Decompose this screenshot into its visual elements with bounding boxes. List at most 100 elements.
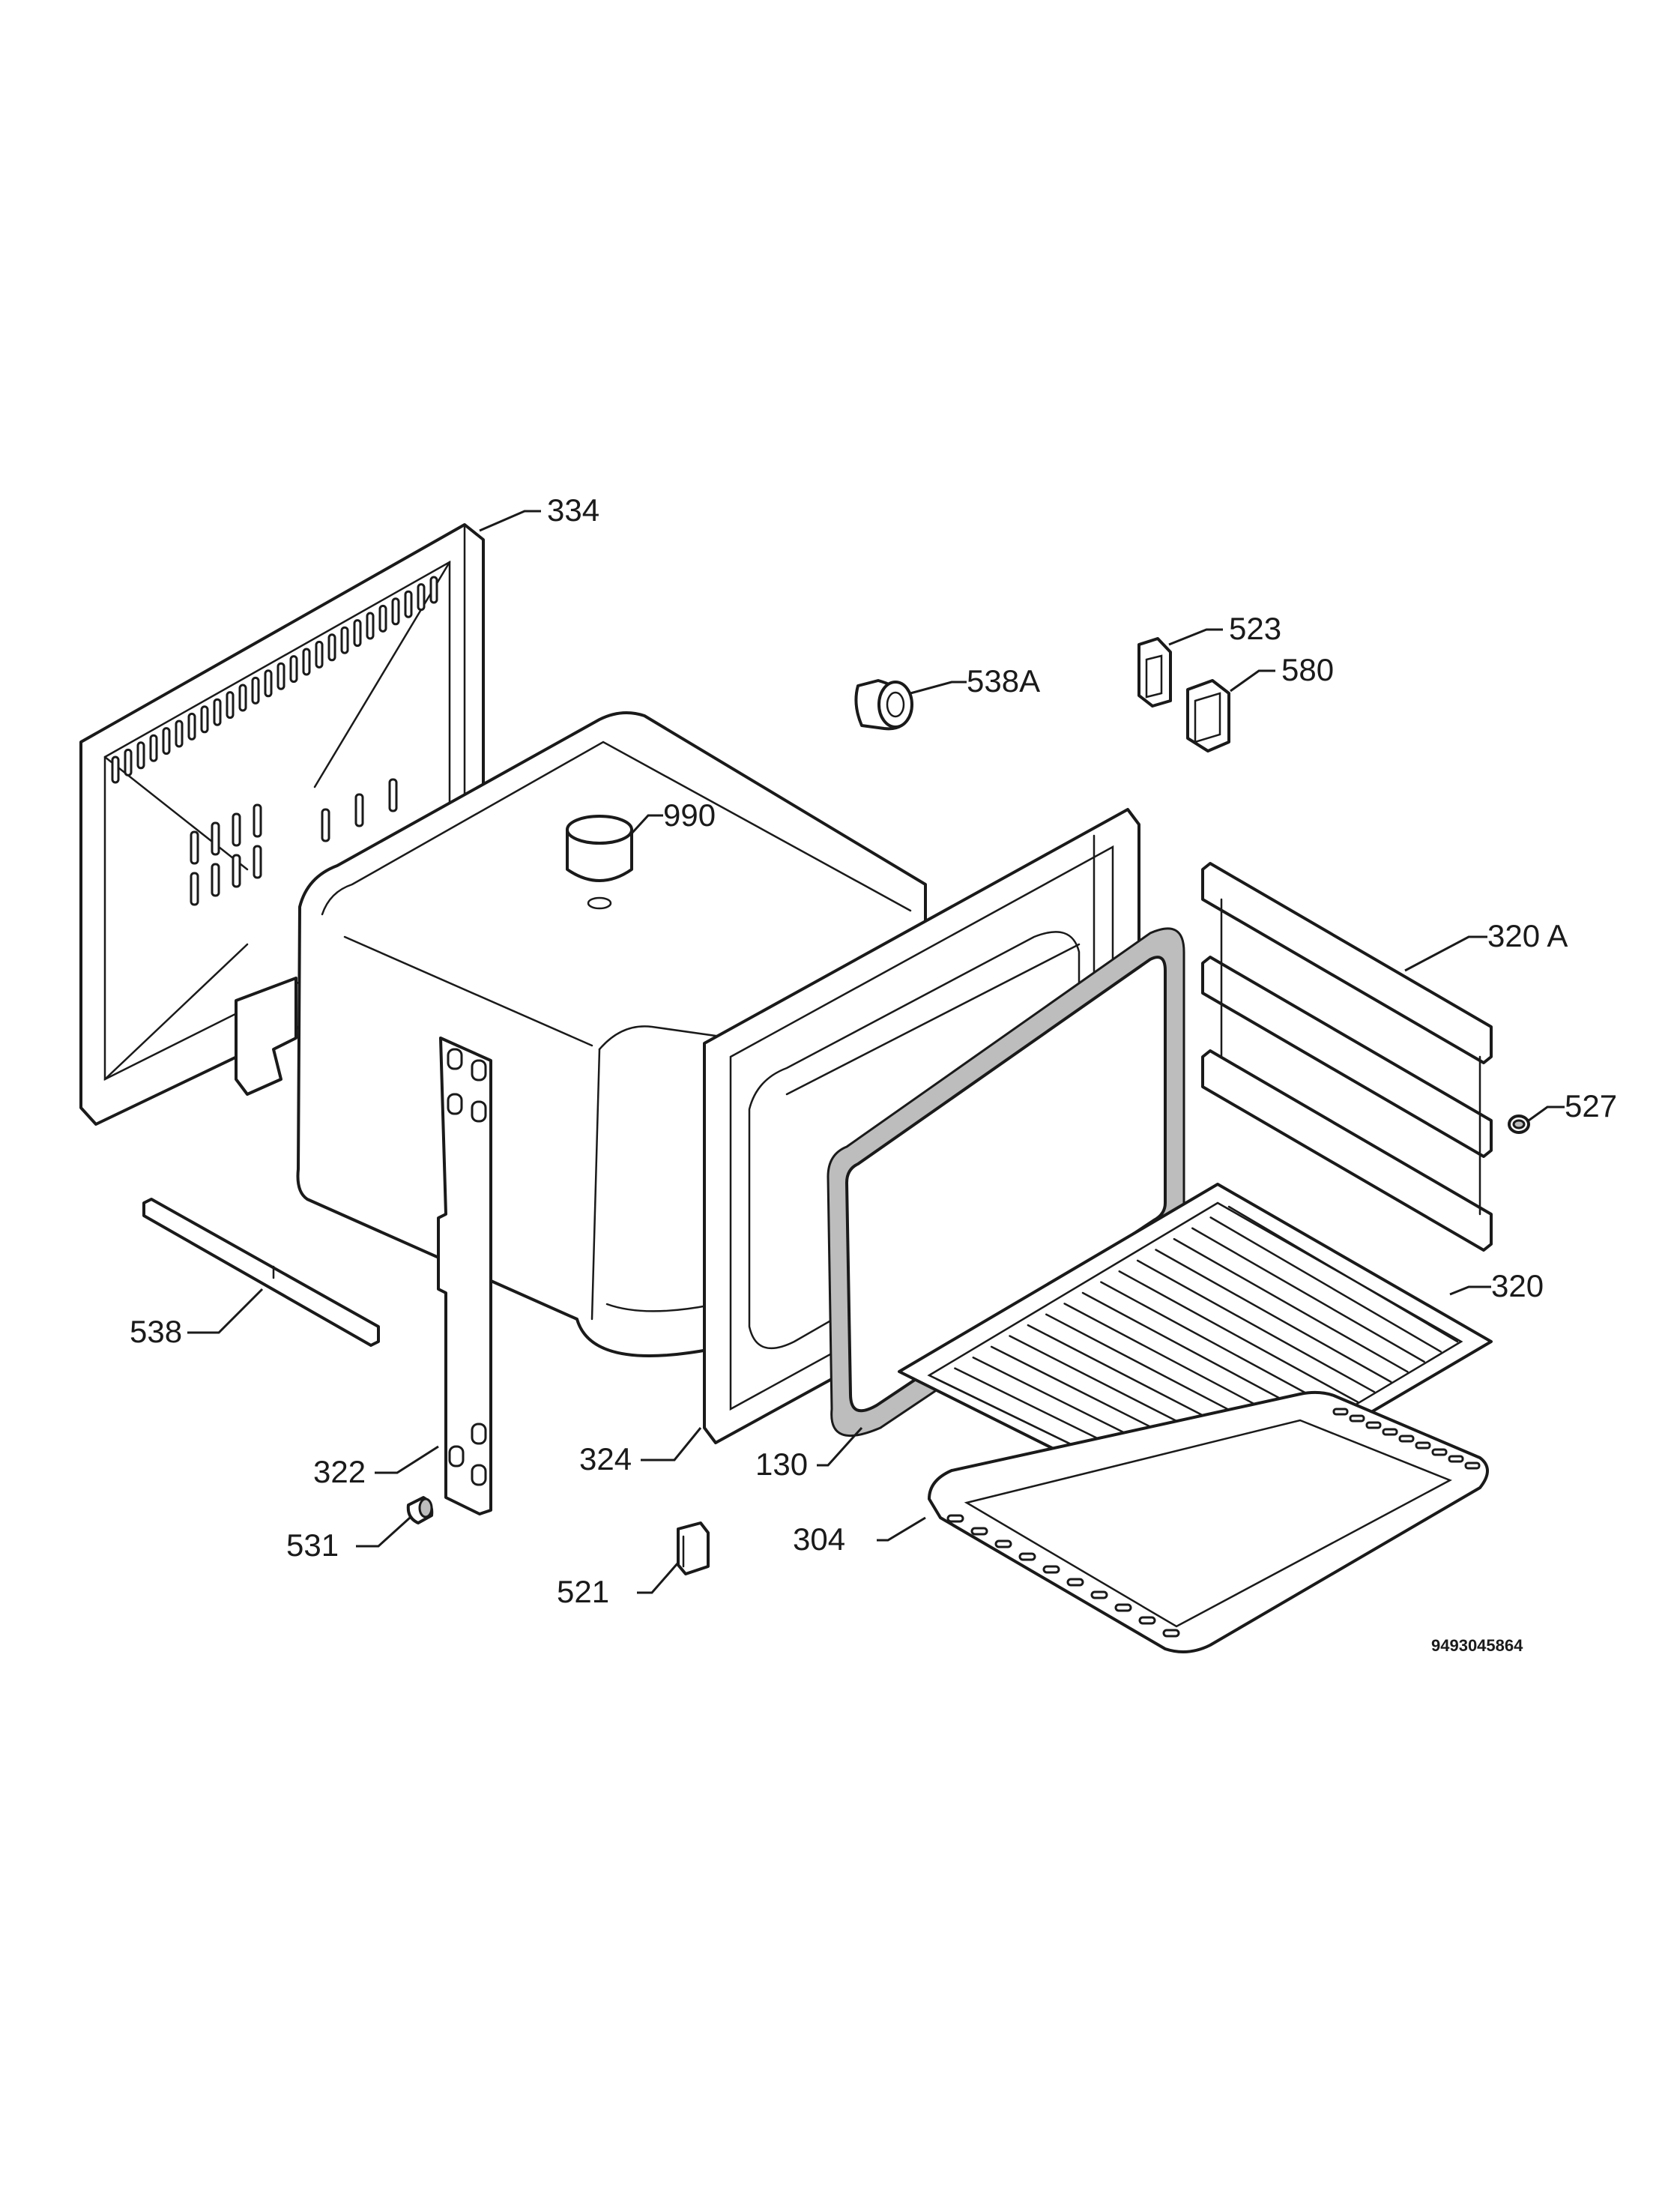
vent-slot <box>302 648 311 676</box>
tray-hole <box>1114 1603 1132 1612</box>
cavity-fan-hub <box>566 815 633 910</box>
vent-slot <box>253 845 262 879</box>
part-531-grommet <box>406 1496 434 1524</box>
vent-slot <box>354 793 364 827</box>
label-320a: 320 A <box>1487 918 1568 953</box>
vent-slot <box>366 612 375 640</box>
tray-hole <box>1349 1414 1365 1423</box>
tray-hole <box>1162 1629 1180 1638</box>
bracket-hole <box>448 1445 465 1468</box>
vent-slot <box>232 812 241 847</box>
tray-hole <box>1431 1448 1448 1456</box>
shelf-wire <box>1118 1270 1359 1403</box>
tray-hole <box>1382 1428 1398 1436</box>
vent-slot <box>175 720 184 748</box>
vent-slot <box>340 626 349 654</box>
tray-hole <box>1138 1616 1156 1625</box>
tray-hole <box>1090 1590 1108 1599</box>
label-334: 334 <box>547 492 599 528</box>
label-304: 304 <box>793 1521 845 1557</box>
bracket-hole <box>471 1464 487 1486</box>
vent-slot <box>124 748 133 776</box>
vent-slot <box>211 821 220 856</box>
vent-slot <box>378 604 387 633</box>
vent-slot <box>277 662 285 690</box>
vent-slot <box>391 597 400 626</box>
part-538a-fan-nut <box>854 679 913 731</box>
label-538a: 538A <box>967 663 1040 699</box>
vent-slot <box>200 705 209 734</box>
label-320: 320 <box>1491 1268 1544 1303</box>
vent-slot <box>404 590 413 618</box>
vent-slot <box>264 669 273 698</box>
vent-slot <box>253 803 262 838</box>
label-531: 531 <box>286 1527 339 1563</box>
part-538-side-rail <box>142 1198 380 1347</box>
part-labels: 334 523 538A 580 990 320 A 527 320 538 3… <box>130 492 1617 1655</box>
vent-slot <box>321 808 330 842</box>
vent-slot <box>327 633 336 662</box>
vent-slot <box>429 576 438 604</box>
shelf-wire <box>1173 1237 1409 1373</box>
vent-slot <box>238 684 247 712</box>
vent-slot <box>211 863 220 897</box>
drawing-number: 9493045864 <box>1431 1636 1523 1655</box>
label-523: 523 <box>1229 611 1281 646</box>
part-130-door-seal <box>827 927 1185 1438</box>
shelf-wire <box>1155 1249 1392 1383</box>
label-324: 324 <box>579 1441 632 1476</box>
vent-slot <box>353 619 362 648</box>
vent-slot <box>388 778 398 812</box>
vent-slot <box>111 755 120 784</box>
tray-hole <box>946 1514 964 1523</box>
tray-hole <box>970 1527 988 1536</box>
part-304-baking-tray <box>928 1390 1489 1653</box>
label-130: 130 <box>755 1447 808 1482</box>
tray-hole <box>1464 1462 1481 1470</box>
shelf-wire <box>1227 1205 1459 1343</box>
part-320a-shelf-runners <box>1201 862 1493 1252</box>
vent-slot <box>315 640 324 669</box>
shelf-wire <box>1136 1259 1376 1393</box>
label-990: 990 <box>663 797 716 833</box>
part-523-clip <box>1137 637 1172 708</box>
tray-hole <box>1398 1435 1415 1443</box>
bracket-hole <box>471 1100 487 1123</box>
part-521-cover-cap <box>677 1521 710 1575</box>
bracket-hole <box>447 1048 463 1070</box>
vent-slot <box>187 712 196 740</box>
tray-hole <box>994 1539 1012 1548</box>
label-521: 521 <box>557 1574 609 1609</box>
shelf-wire <box>1209 1216 1442 1353</box>
part-527-screw <box>1508 1114 1530 1134</box>
vent-slot <box>213 698 222 726</box>
bracket-hole <box>471 1423 487 1445</box>
vent-slot <box>149 734 158 762</box>
shelf-wire <box>1100 1281 1342 1414</box>
label-538: 538 <box>130 1314 182 1349</box>
vent-slot <box>226 691 235 720</box>
shelf-wire <box>1191 1227 1425 1363</box>
label-580: 580 <box>1281 652 1334 687</box>
tray-hole <box>1042 1565 1060 1574</box>
leader-lines <box>187 510 1565 1594</box>
tray-hole <box>1018 1552 1036 1561</box>
tray-hole <box>1365 1421 1382 1429</box>
label-527: 527 <box>1565 1088 1617 1123</box>
vent-slot <box>190 872 199 906</box>
tray-hole <box>1066 1578 1084 1587</box>
bracket-hole <box>471 1059 487 1082</box>
part-580-hinge-receiver <box>1186 679 1230 752</box>
tray-hole <box>1415 1441 1431 1450</box>
part-322-side-bracket <box>437 1037 492 1515</box>
vent-slot <box>251 676 260 705</box>
vent-slot <box>190 830 199 865</box>
label-322: 322 <box>313 1454 366 1489</box>
vent-slot <box>232 854 241 888</box>
vent-slot <box>136 741 145 770</box>
vent-slot <box>162 727 171 755</box>
tray-hole <box>1332 1408 1349 1416</box>
vent-slot <box>417 583 426 612</box>
tray-hole <box>1448 1455 1464 1463</box>
vent-slot <box>289 655 298 684</box>
